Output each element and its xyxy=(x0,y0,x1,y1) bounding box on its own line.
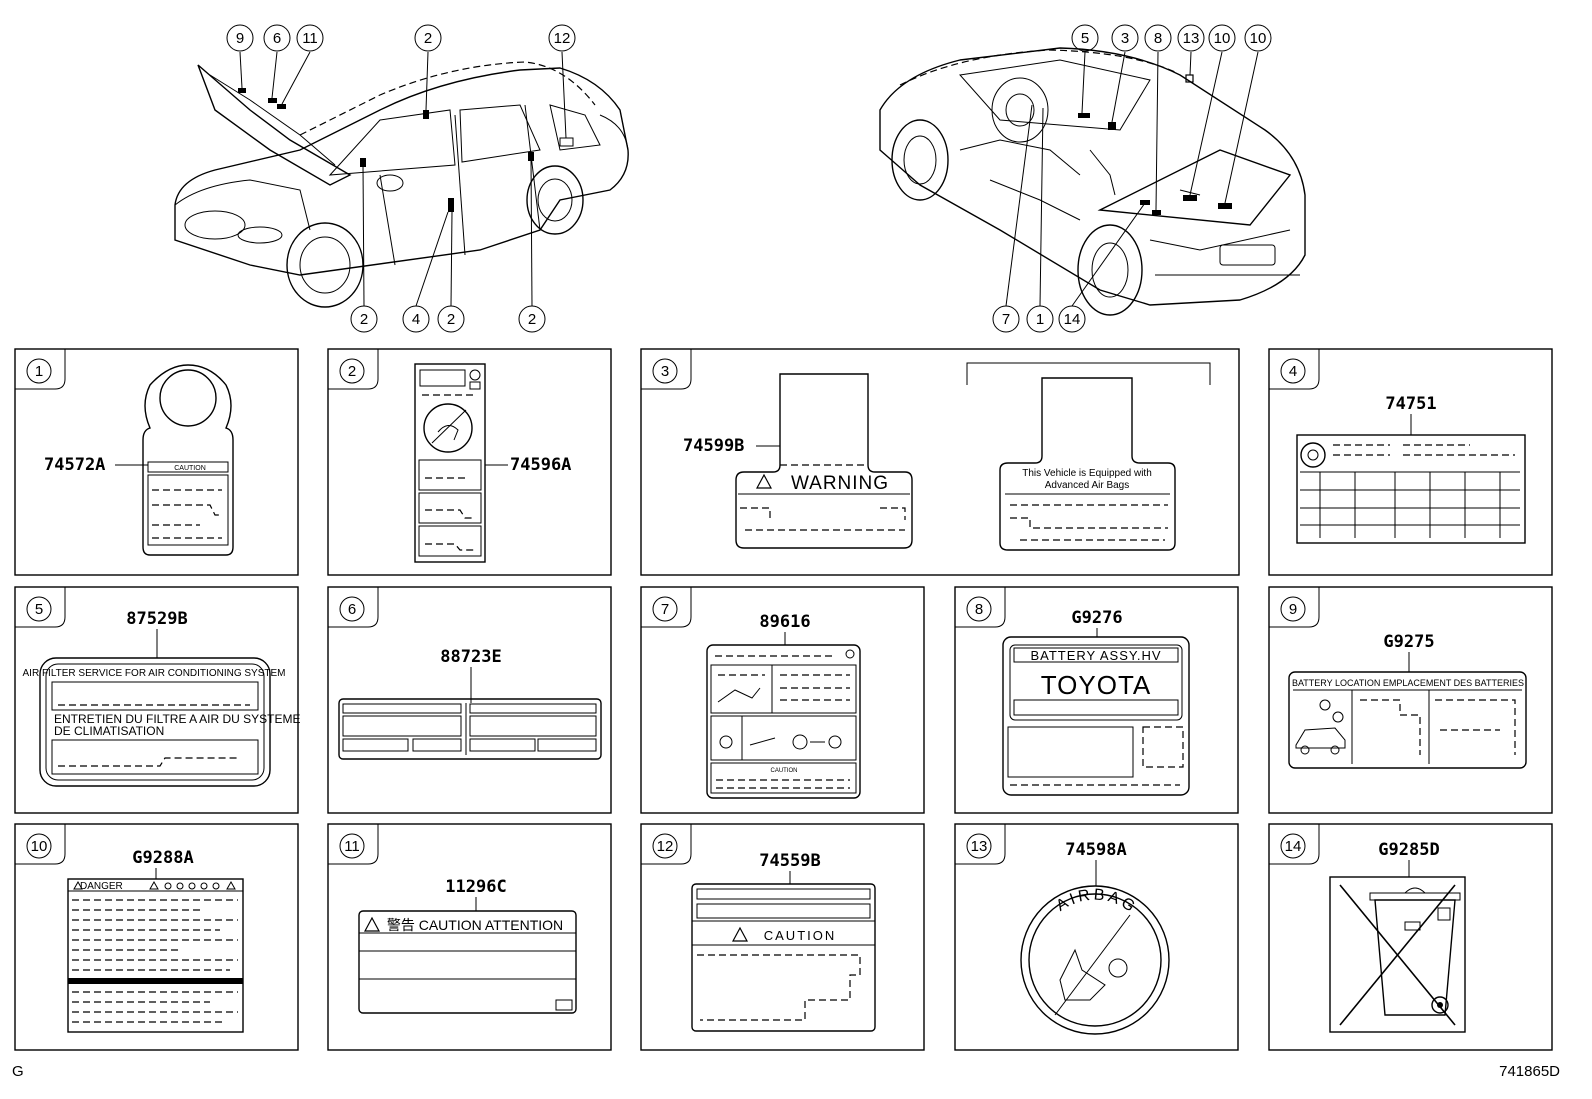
panel-14-part-number: G9285D xyxy=(1378,840,1439,860)
panel-2-index: 2 xyxy=(348,363,356,380)
callout-10a: 10 xyxy=(1214,30,1231,47)
panel-10-index: 10 xyxy=(31,838,48,855)
panel-5-title-fr-1: ENTRETIEN DU FILTRE A AIR DU SYSTEME xyxy=(54,712,301,726)
panel-12-index: 12 xyxy=(657,838,674,855)
callout-1: 1 xyxy=(1036,311,1044,328)
panel-3-airbags-text: Advanced Air Bags xyxy=(1045,480,1130,491)
panel-1-label-drawing: CAUTION 74572A xyxy=(44,364,234,556)
panel-1-index: 1 xyxy=(35,363,43,380)
panel-11-caution-text: 警告 CAUTION ATTENTION xyxy=(387,917,563,933)
panel-12-label-drawing: CAUTION 74559B xyxy=(691,851,876,1032)
panel-13-part-number: 74598A xyxy=(1065,840,1126,860)
panel-4-label-drawing: 74751 xyxy=(1296,394,1526,544)
panel-index-tabs: 1 2 3 4 5 6 7 8 9 10 11 12 13 14 xyxy=(15,349,1320,865)
panel-7-label-drawing: CAUTION 89616 xyxy=(706,612,861,799)
panel-4-part-number: 74751 xyxy=(1385,394,1436,414)
panel-5-index: 5 xyxy=(35,601,43,618)
footer-left-code: G xyxy=(12,1063,24,1080)
callout-7: 7 xyxy=(1002,311,1010,328)
panel-8-index: 8 xyxy=(975,601,983,618)
panel-14-index: 14 xyxy=(1285,838,1302,855)
panel-7-index: 7 xyxy=(661,601,669,618)
panel-5-part-number: 87529B xyxy=(126,609,187,629)
right-car-illustration xyxy=(879,47,1306,316)
callout-4: 4 xyxy=(412,311,420,328)
panel-2-label-drawing: 74596A xyxy=(414,363,571,563)
callout-9: 9 xyxy=(236,30,244,47)
callout-2d: 2 xyxy=(528,311,536,328)
panel-7-part-number: 89616 xyxy=(759,612,810,632)
panel-14-label-drawing: G9285D xyxy=(1329,840,1466,1033)
left-car-illustration xyxy=(174,51,629,308)
panel-1-part-number: 74572A xyxy=(44,455,105,475)
panel-5-title-fr-2: DE CLIMATISATION xyxy=(54,724,164,738)
panel-12-part-number: 74559B xyxy=(759,851,820,871)
panel-9-part-number: G9275 xyxy=(1383,632,1434,652)
panel-3-equipped-text: This Vehicle is Equipped with xyxy=(1022,468,1152,479)
panel-10-part-number: G9288A xyxy=(132,848,193,868)
callout-3: 3 xyxy=(1121,30,1129,47)
panel-8-battery-text: BATTERY ASSY.HV xyxy=(1030,648,1161,663)
panel-frames xyxy=(14,348,1553,1051)
panel-5-title-en: AIR FILTER SERVICE FOR AIR CONDITIONING … xyxy=(23,668,286,679)
callout-10b: 10 xyxy=(1250,30,1267,47)
panel-10-danger-text: DANGER xyxy=(80,881,123,892)
footer-diagram-id: 741865D xyxy=(1499,1063,1560,1080)
left-callouts: 9 6 11 2 12 2 4 2 2 xyxy=(226,24,576,333)
panel-13-label-drawing: AIRBAG 74598A xyxy=(1020,840,1170,1035)
panel-10-label-drawing: DANGER G9288A xyxy=(67,848,244,1033)
panel-3-part-number: 74599B xyxy=(683,436,744,456)
panel-5-label-drawing: AIR FILTER SERVICE FOR AIR CONDITIONING … xyxy=(23,609,301,787)
callout-11: 11 xyxy=(302,30,318,47)
callout-6: 6 xyxy=(273,30,281,47)
panel-8-label-drawing: BATTERY ASSY.HV TOYOTA G9276 xyxy=(1002,608,1190,796)
callout-2c: 2 xyxy=(447,311,455,328)
panel-13-index: 13 xyxy=(971,838,988,855)
callout-2a: 2 xyxy=(424,30,432,47)
panel-4-index: 4 xyxy=(1289,363,1297,380)
panel-3-index: 3 xyxy=(661,363,669,380)
panel-3-warning-text: WARNING xyxy=(791,473,889,494)
callout-5: 5 xyxy=(1081,30,1089,47)
panel-11-index: 11 xyxy=(344,838,360,855)
callout-2b: 2 xyxy=(360,311,368,328)
panel-11-label-drawing: 警告 CAUTION ATTENTION 11296C xyxy=(358,877,577,1014)
panel-9-index: 9 xyxy=(1289,601,1297,618)
panel-7-caution-text: CAUTION xyxy=(771,768,798,774)
callout-13: 13 xyxy=(1183,30,1200,47)
right-callouts: 5 3 8 13 10 10 7 1 14 xyxy=(992,24,1272,333)
panel-9-label-drawing: BATTERY LOCATION EMPLACEMENT DES BATTERI… xyxy=(1288,632,1527,769)
panel-11-part-number: 11296C xyxy=(445,877,506,897)
panel-12-caution-text: CAUTION xyxy=(764,928,837,943)
panel-1-caution-text: CAUTION xyxy=(174,465,206,472)
panel-2-part-number: 74596A xyxy=(510,455,571,475)
panel-8-brand-text: TOYOTA xyxy=(1041,670,1152,700)
panel-8-part-number: G9276 xyxy=(1071,608,1122,628)
panel-6-index: 6 xyxy=(348,601,356,618)
panel-6-label-drawing: 88723E xyxy=(338,647,602,760)
callout-8: 8 xyxy=(1154,30,1162,47)
panel-6-part-number: 88723E xyxy=(440,647,501,667)
panel-3-label-drawing: WARNING 74599B This Vehicle is Equipped … xyxy=(683,362,1211,551)
callout-12: 12 xyxy=(554,30,571,47)
panel-9-location-text: BATTERY LOCATION EMPLACEMENT DES BATTERI… xyxy=(1292,678,1524,688)
callout-14: 14 xyxy=(1064,311,1081,328)
